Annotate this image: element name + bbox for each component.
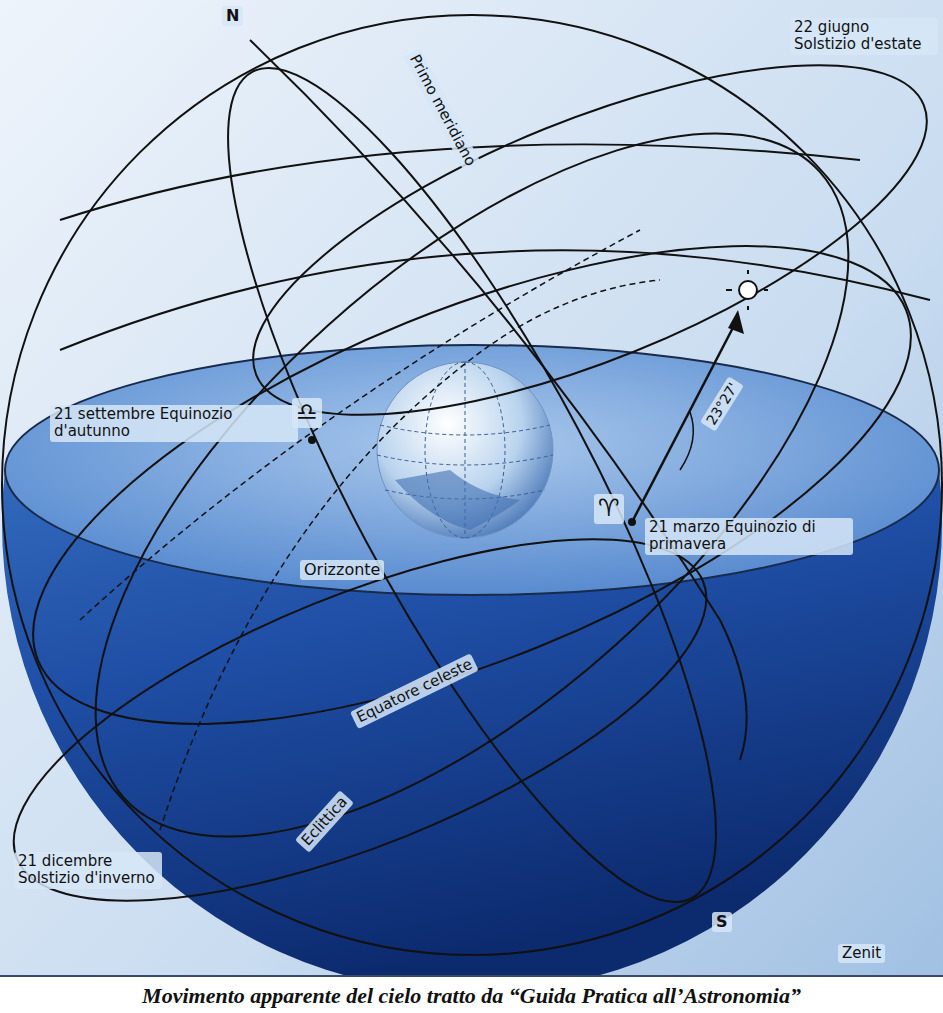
sky-label: N xyxy=(222,6,243,26)
sky-label: 23°27' xyxy=(700,376,744,432)
sky-label: 21 settembre Equinozio d'autunno xyxy=(50,405,298,442)
sky-label: Zenit xyxy=(838,944,885,963)
sky-label: Eclittica xyxy=(295,790,354,853)
figure-caption: Movimento apparente del cielo tratto da … xyxy=(0,975,943,1013)
sky-label: 22 giugno Solstizio d'estate xyxy=(790,18,938,55)
sky-label: Equatore celeste xyxy=(350,653,479,729)
sky-label: ♎ xyxy=(292,398,322,428)
sky-label: 21 dicembre Solstizio d'inverno xyxy=(14,852,162,889)
sky-label: Primo meridiano xyxy=(403,48,482,173)
sky-label: S xyxy=(712,912,732,932)
sky-label: 21 marzo Equinozio di primavera xyxy=(645,518,853,555)
sky-label: Orizzonte xyxy=(300,560,384,580)
sky-label: ♈ xyxy=(594,494,624,524)
